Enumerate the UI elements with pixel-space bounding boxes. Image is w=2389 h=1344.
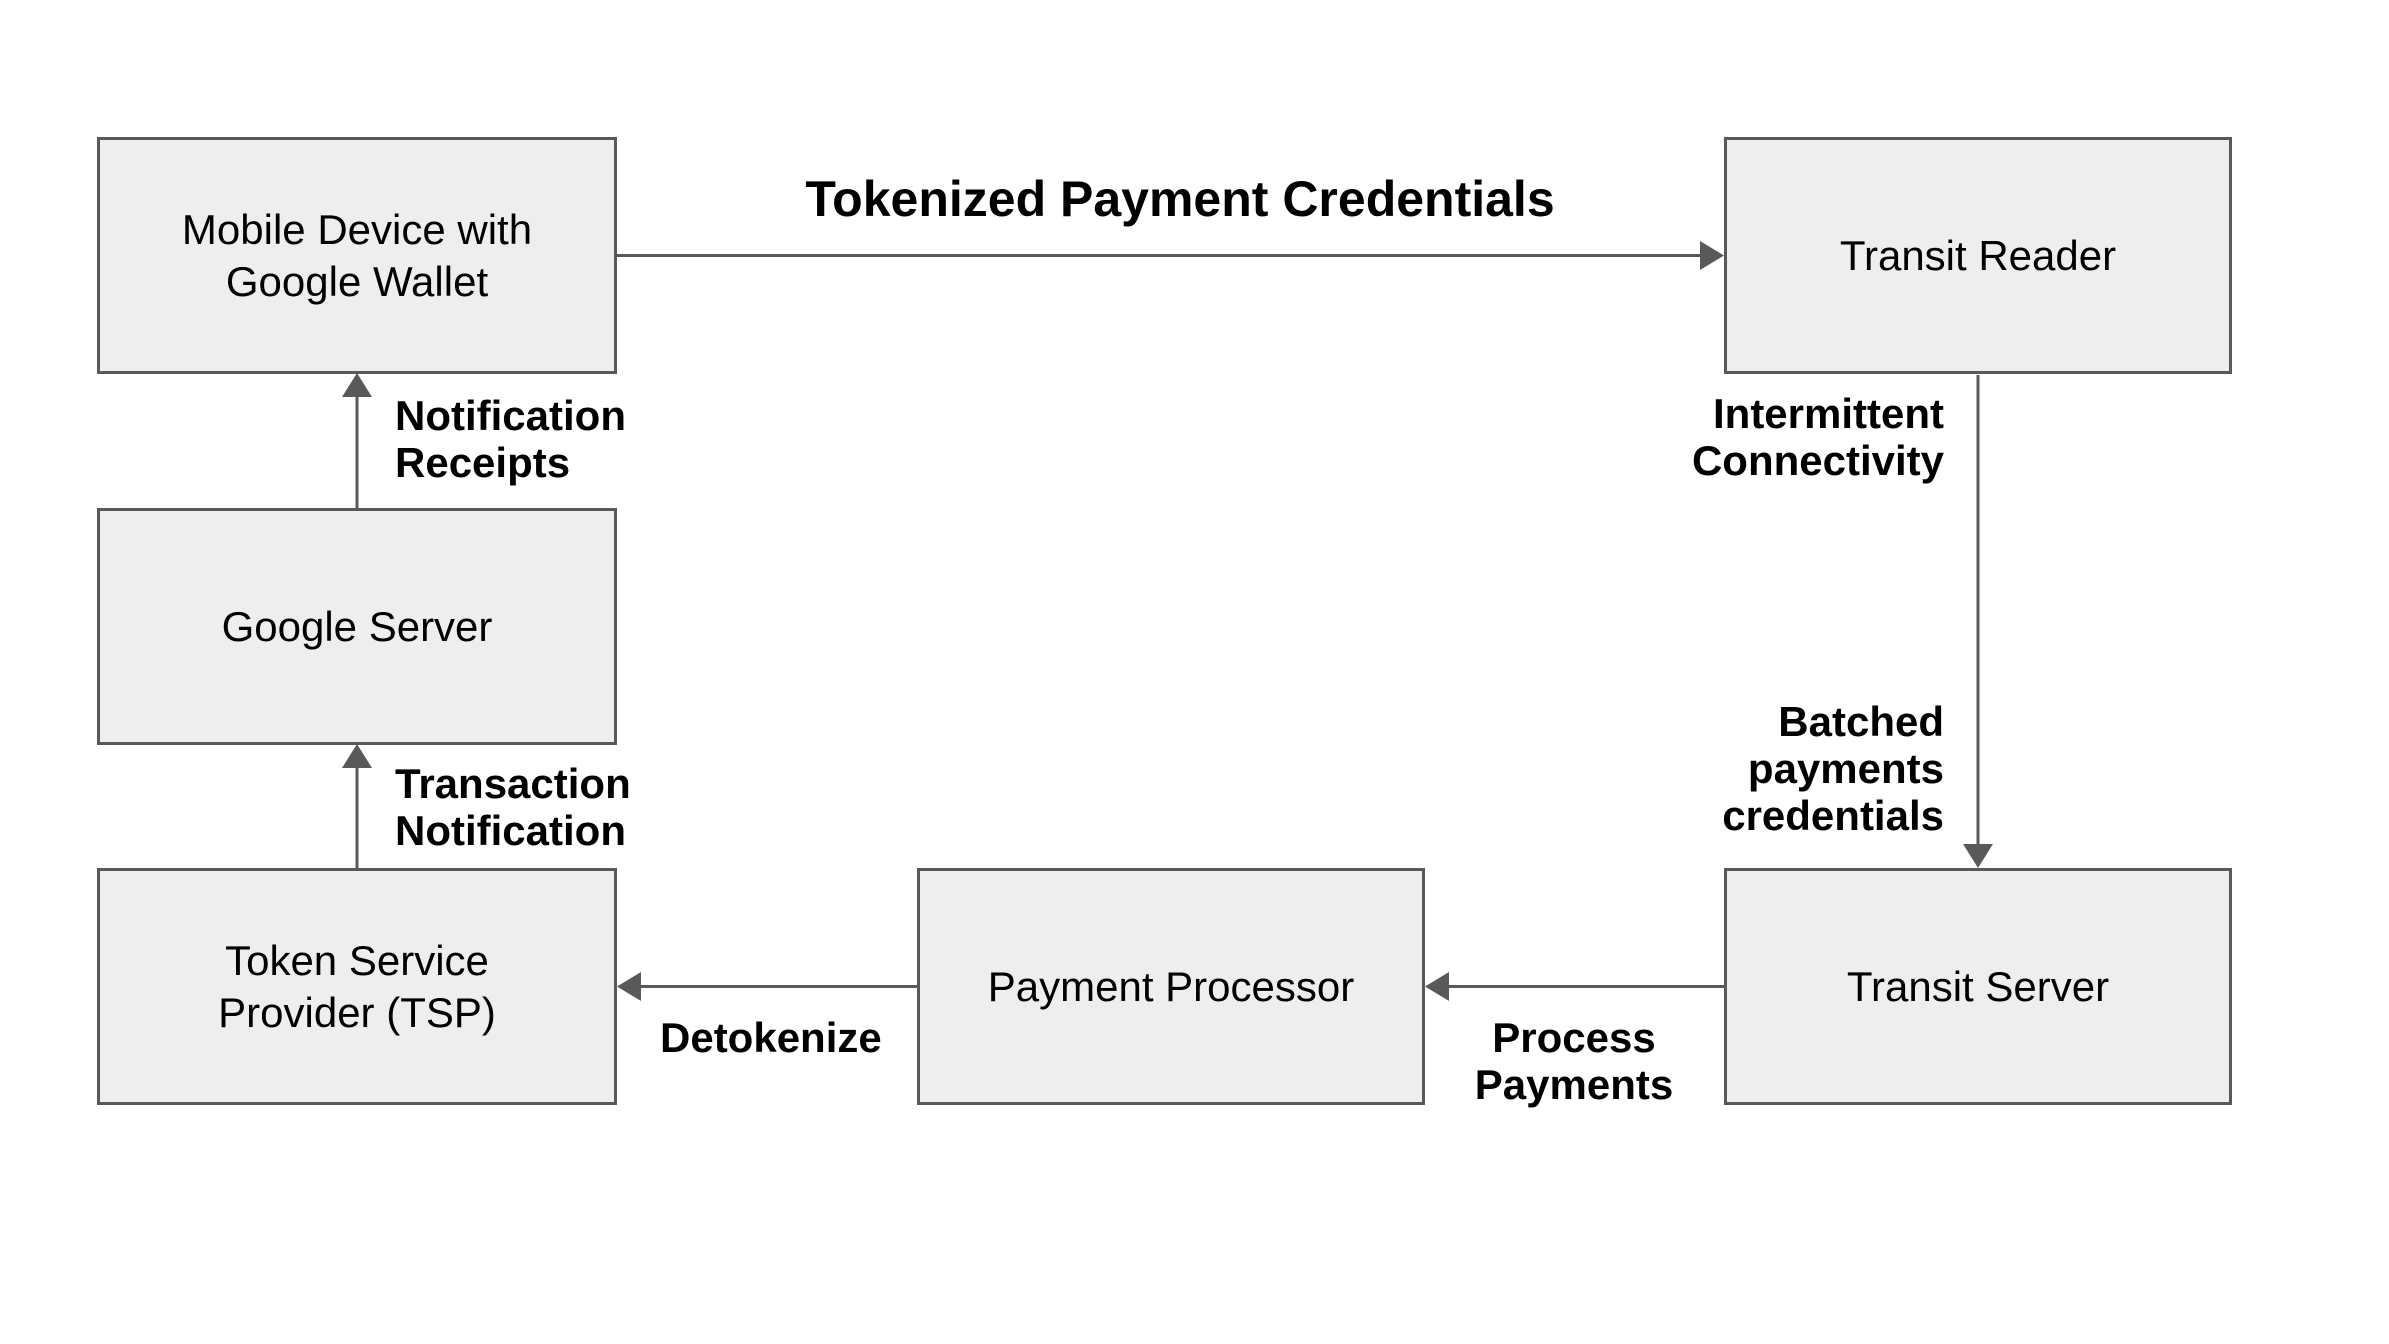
arrow-tokenized-payment-credentials bbox=[617, 241, 1724, 270]
node-token-service-provider: Token Service Provider (TSP) bbox=[97, 868, 617, 1105]
edge-label-tokenized-payment-credentials: Tokenized Payment Credentials bbox=[805, 171, 1555, 227]
edge-label-intermittent-connectivity: Intermittent Connectivity bbox=[1691, 390, 1944, 485]
arrowhead-left-icon bbox=[617, 972, 641, 1001]
node-transit-server: Transit Server bbox=[1724, 868, 2232, 1105]
edge-label-notification-receipts: Notification Receipts bbox=[395, 392, 626, 487]
node-mobile-device: Mobile Device with Google Wallet bbox=[97, 137, 617, 374]
arrow-process-payments bbox=[1425, 972, 1724, 1001]
arrow-detokenize bbox=[617, 972, 917, 1001]
edge-label-transaction-notification: Transaction Notification bbox=[395, 760, 631, 855]
edge-label-batched-payments-credentials: Batched payments credentials bbox=[1722, 698, 1944, 840]
arrow-transaction-notification bbox=[342, 744, 372, 868]
arrowhead-down-icon bbox=[1963, 844, 1993, 868]
arrow-reader-to-transit-server bbox=[1963, 375, 1993, 868]
edge-label-process-payments: Process Payments bbox=[1474, 1014, 1674, 1109]
node-transit-reader: Transit Reader bbox=[1724, 137, 2232, 374]
arrowhead-right-icon bbox=[1700, 241, 1724, 270]
arrowhead-up-icon bbox=[342, 373, 372, 397]
arrow-notification-receipts bbox=[342, 373, 372, 508]
node-google-server: Google Server bbox=[97, 508, 617, 745]
arrowhead-left-icon bbox=[1425, 972, 1449, 1001]
edge-label-detokenize: Detokenize bbox=[660, 1014, 882, 1061]
node-payment-processor: Payment Processor bbox=[917, 868, 1425, 1105]
arrowhead-up-icon bbox=[342, 744, 372, 768]
